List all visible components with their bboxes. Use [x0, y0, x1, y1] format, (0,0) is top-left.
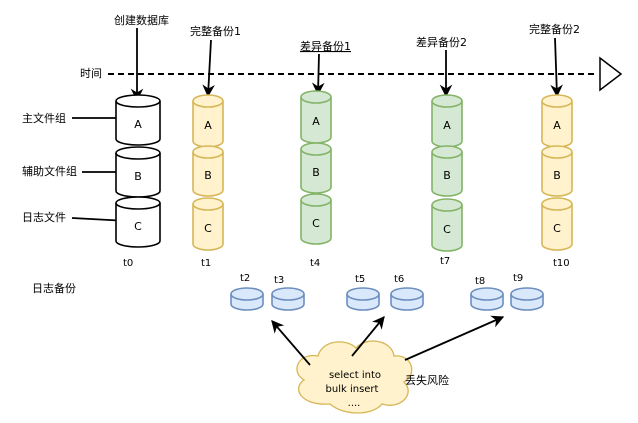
- diff2-cyl-c: C: [431, 198, 463, 252]
- db-cyl-c-letter: C: [134, 220, 142, 233]
- log-time-t9: t9: [513, 273, 523, 284]
- time-label-t10: t10: [553, 258, 570, 269]
- full2-cyl-b: B: [541, 145, 573, 197]
- log-backup-cyl-1: [230, 287, 264, 311]
- event-full1: 完整备份1: [190, 24, 241, 38]
- diff2-cyl-b: B: [431, 145, 463, 197]
- arrow-full2: [550, 37, 563, 98]
- full2-cyl-c-letter: C: [553, 222, 561, 235]
- time-label-t1: t1: [201, 258, 211, 269]
- db-cyl-a-letter: A: [134, 118, 142, 131]
- timeline-label: 时间: [80, 67, 102, 80]
- log-time-t5: t5: [355, 274, 365, 285]
- event-create-db: 创建数据库: [114, 13, 169, 27]
- diff1-cyl-a: A: [300, 90, 332, 144]
- log-backup-cyl-6: [510, 287, 544, 311]
- log-backup-cyl-3: [346, 287, 380, 311]
- diff2-cyl-a-letter: A: [443, 119, 451, 132]
- log-time-t3: t3: [274, 275, 284, 286]
- diff2-cyl-c-letter: C: [443, 223, 451, 236]
- cloud-shape: [296, 340, 413, 414]
- log-time-t6: t6: [394, 274, 404, 285]
- full1-cyl-c: C: [192, 197, 224, 251]
- log-time-t2: t2: [240, 273, 250, 284]
- db-cyl-b: B: [115, 146, 161, 198]
- full1-cyl-b-letter: B: [204, 169, 212, 182]
- row-log-backup-label: 日志备份: [32, 281, 76, 295]
- full2-cyl-b-letter: B: [553, 169, 561, 182]
- arrow-diff1: [311, 53, 325, 96]
- diff1-cyl-c: C: [300, 193, 332, 245]
- full2-cyl-c: C: [541, 197, 573, 251]
- log-time-t8: t8: [475, 276, 485, 287]
- log-backup-cyl-4: [390, 287, 424, 311]
- cloud-arrow-right: [404, 315, 505, 361]
- event-diff2: 差异备份2: [416, 35, 467, 49]
- cloud-arrow-mid: [351, 316, 385, 357]
- row-secondary-label: 辅助文件组: [22, 164, 77, 178]
- diff2-cyl-a: A: [431, 94, 463, 148]
- row-log-label: 日志文件: [22, 210, 66, 224]
- diff1-cyl-c-letter: C: [312, 217, 320, 230]
- time-label-t4: t4: [310, 258, 320, 269]
- db-cyl-a: A: [115, 94, 161, 146]
- diff2-cyl-b-letter: B: [443, 169, 451, 182]
- full2-cyl-a-letter: A: [553, 119, 561, 132]
- log-backup-cyl-2: [271, 287, 305, 311]
- cloud-line3: ....: [348, 398, 361, 409]
- row-primary-label: 主文件组: [22, 111, 66, 125]
- timeline-arrowhead: [599, 56, 623, 92]
- time-label-t7: t7: [440, 256, 450, 267]
- full1-cyl-c-letter: C: [204, 222, 212, 235]
- time-label-t0: t0: [123, 258, 133, 269]
- full1-cyl-b: B: [192, 145, 224, 197]
- event-diff1: 差异备份1: [300, 39, 351, 53]
- diff1-cyl-b-letter: B: [312, 166, 320, 179]
- log-backup-cyl-5: [470, 287, 504, 311]
- cloud-line2: bulk insert: [326, 384, 379, 395]
- risk-label: 丢失风险: [405, 373, 449, 387]
- db-cyl-b-letter: B: [134, 170, 142, 183]
- full1-cyl-a-letter: A: [204, 119, 212, 132]
- full2-cyl-a: A: [541, 94, 573, 148]
- arrow-full1: [202, 39, 215, 98]
- cloud-line1: select into: [329, 370, 381, 381]
- cloud-arrow-left: [271, 320, 311, 366]
- diff1-cyl-b: B: [300, 142, 332, 194]
- db-cyl-c: C: [115, 196, 161, 248]
- event-full2: 完整备份2: [529, 22, 580, 36]
- diff1-cyl-a-letter: A: [312, 115, 320, 128]
- full1-cyl-a: A: [192, 94, 224, 148]
